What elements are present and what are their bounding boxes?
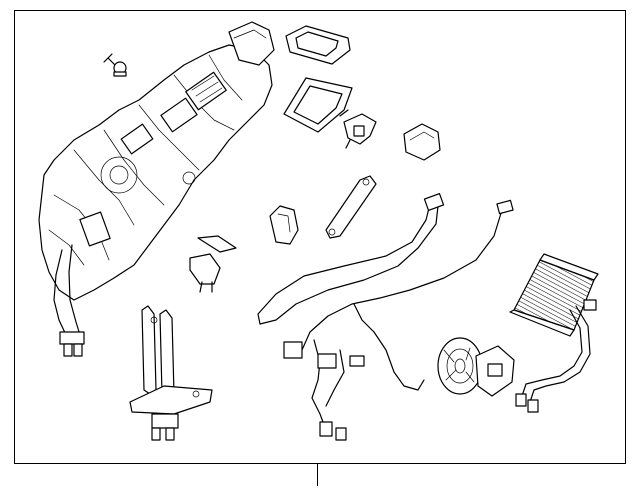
mounting-bolt (103, 53, 127, 77)
evaporator-tubes (515, 299, 597, 413)
linkage-arm (325, 175, 377, 239)
hvac-housing (38, 21, 275, 357)
wiring-harness (257, 193, 514, 441)
blower-motor (437, 337, 515, 397)
drain-pipe-assembly (129, 305, 213, 441)
bracket-clip (189, 235, 237, 293)
sensor-block (403, 123, 441, 161)
outlet-seal (283, 77, 353, 133)
hvac-exploded-diagram (38, 21, 599, 441)
resistor-module (269, 205, 299, 245)
seal-gasket (285, 25, 351, 65)
heater-core (509, 253, 599, 337)
actuator-motor (339, 109, 377, 149)
callout-leader-line (317, 464, 318, 486)
